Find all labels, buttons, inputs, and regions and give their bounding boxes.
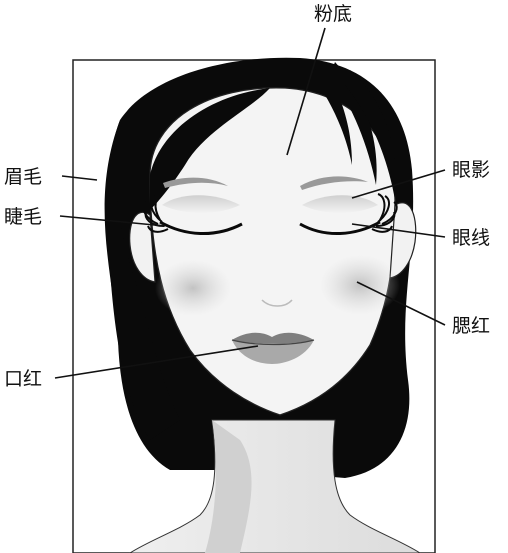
- neck-shadow: [205, 420, 252, 553]
- face: [149, 87, 396, 416]
- left-blush: [155, 260, 231, 316]
- right-eyebrow: [300, 176, 368, 190]
- label-lipstick: 口红: [4, 368, 42, 390]
- label-eyelash: 睫毛: [4, 206, 42, 228]
- fringe: [150, 88, 270, 210]
- hair-left-side: [107, 120, 180, 440]
- leader-foundation: [286, 27, 326, 156]
- upper-lip: [232, 332, 314, 344]
- nose: [261, 299, 293, 307]
- fringe-strand-3: [345, 70, 396, 200]
- fringe-strand-1: [312, 62, 352, 165]
- neck: [129, 419, 421, 553]
- leader-eyelash: [59, 215, 166, 227]
- label-eyeshadow: 眼影: [452, 159, 490, 181]
- fringe-strand-2: [330, 62, 377, 185]
- label-blush: 腮红: [452, 315, 490, 337]
- lip-line: [231, 339, 315, 346]
- lower-lip: [232, 340, 314, 364]
- leader-blush: [356, 281, 446, 326]
- left-eyeliner: [159, 220, 243, 235]
- right-blush: [320, 255, 400, 315]
- label-eyeliner: 眼线: [452, 227, 490, 249]
- right-eyeshadow: [302, 195, 378, 213]
- left-ear: [129, 211, 156, 283]
- leader-lipstick: [54, 345, 259, 379]
- label-eyebrow: 眉毛: [4, 166, 42, 188]
- right-eyelashes: [371, 193, 398, 233]
- leader-eyebrow: [61, 175, 98, 181]
- leader-eyeliner: [351, 223, 446, 238]
- left-eyebrow: [163, 177, 228, 188]
- right-eyeliner: [299, 220, 381, 235]
- label-foundation: 粉底: [314, 3, 352, 25]
- leader-eyeshadow: [351, 169, 446, 199]
- left-eyeshadow: [162, 195, 240, 213]
